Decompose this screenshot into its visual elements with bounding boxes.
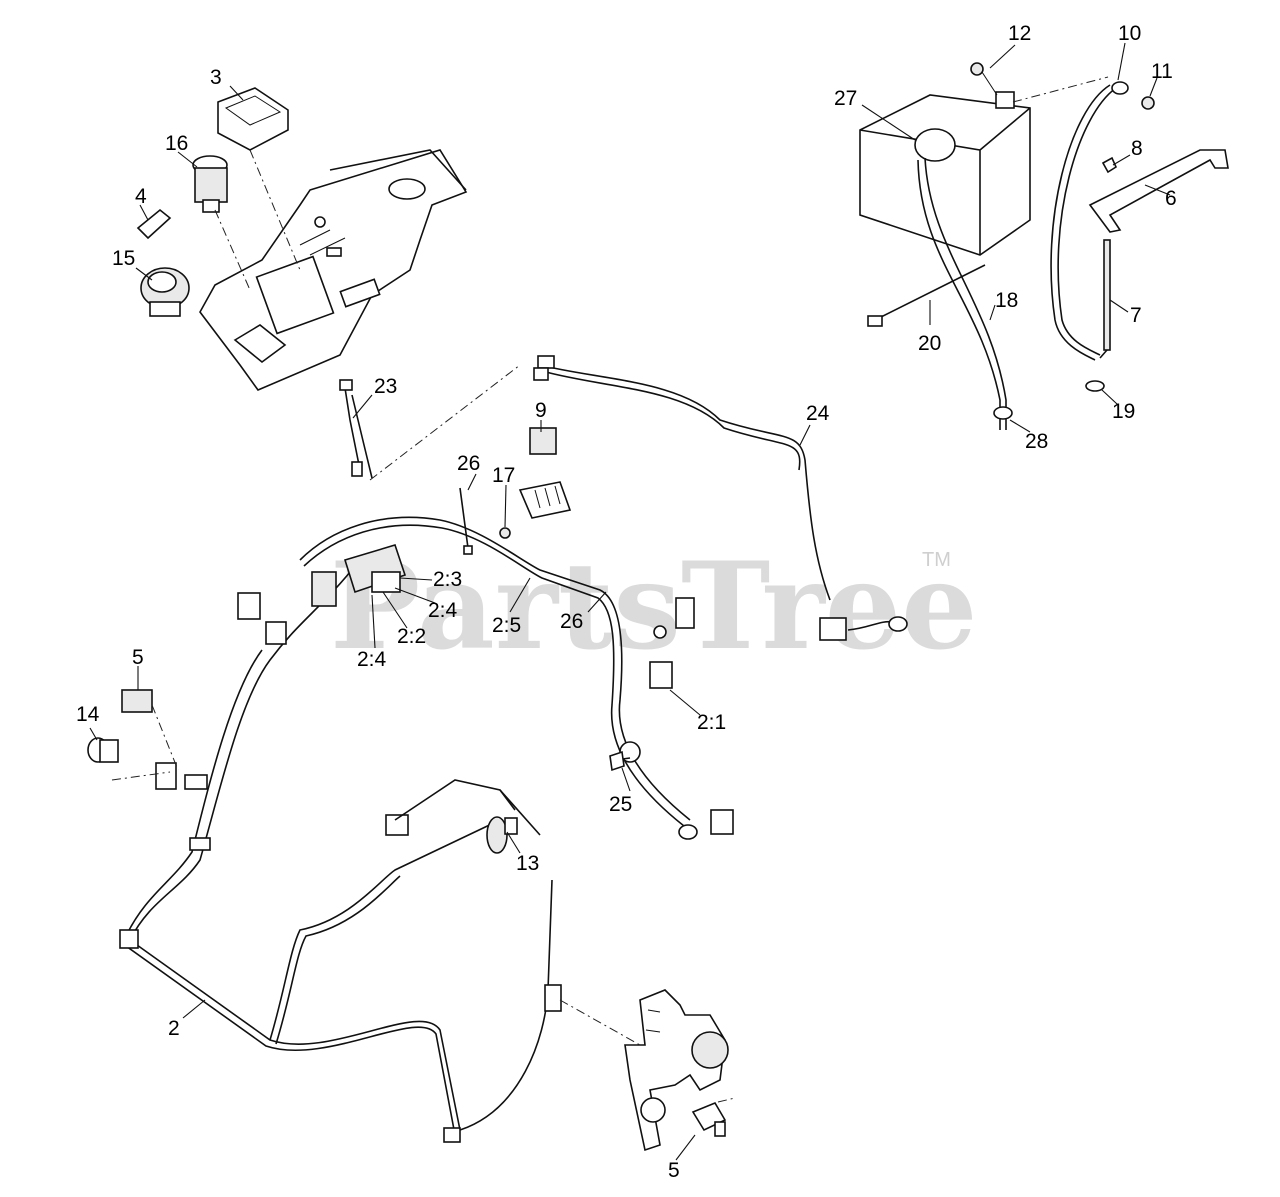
ignition-switch-15 xyxy=(140,267,190,317)
callout-25: 25 xyxy=(609,793,632,816)
callout-5-left: 5 xyxy=(132,646,144,669)
switch-5-left xyxy=(121,689,153,713)
clamp-25 xyxy=(609,750,631,772)
callout-28: 28 xyxy=(1025,430,1048,453)
callout-23: 23 xyxy=(374,375,397,398)
callout-24: 24 xyxy=(806,402,830,425)
callout-9: 9 xyxy=(535,399,547,422)
control-panel xyxy=(199,149,468,391)
rod-7 xyxy=(1099,239,1111,359)
watermark-brand: PartsTree xyxy=(330,536,977,677)
callout-3: 3 xyxy=(210,66,222,89)
callout-14: 14 xyxy=(76,703,100,726)
callout-15: 15 xyxy=(112,247,135,270)
switch-16 xyxy=(192,155,228,213)
key-4 xyxy=(136,208,172,240)
leader-lines xyxy=(89,42,1171,1161)
callout-2-2: 2:2 xyxy=(397,625,426,648)
callout-2: 2 xyxy=(168,1017,180,1040)
callout-26-top: 26 xyxy=(457,452,480,475)
cable-18 xyxy=(917,157,1013,430)
cable-10 xyxy=(1050,81,1129,361)
callout-2-1: 2:1 xyxy=(697,711,726,734)
watermark-tm: TM xyxy=(922,549,951,571)
bolt-11 xyxy=(1141,96,1155,110)
nut-17 xyxy=(499,527,511,539)
callout-19: 19 xyxy=(1112,400,1135,423)
display-module xyxy=(217,87,289,151)
watermark: PartsTree TM xyxy=(330,536,977,677)
bracket-6 xyxy=(1088,149,1229,233)
callout-4: 4 xyxy=(135,185,147,208)
sensor-14 xyxy=(87,737,119,763)
callout-5-bottom: 5 xyxy=(668,1159,680,1182)
brake-bracket xyxy=(624,989,729,1152)
washer-19 xyxy=(1085,380,1105,392)
callout-labels: 3 16 4 15 23 12 10 11 27 8 6 7 19 28 18 … xyxy=(76,22,1177,1182)
callout-7: 7 xyxy=(1130,304,1142,327)
battery-27 xyxy=(859,91,1031,256)
main-harness-2 xyxy=(119,355,908,1143)
harness-13 xyxy=(394,779,541,854)
strap-20 xyxy=(867,264,986,327)
callout-18: 18 xyxy=(995,289,1018,312)
switch-5-bottom xyxy=(691,1101,727,1137)
callout-10: 10 xyxy=(1118,22,1141,45)
callout-11: 11 xyxy=(1151,60,1173,83)
callout-2-3: 2:3 xyxy=(433,568,462,591)
callout-16: 16 xyxy=(165,132,188,155)
callout-17: 17 xyxy=(492,464,515,487)
nut-8 xyxy=(1101,156,1118,174)
callout-2-4-right: 2:4 xyxy=(428,599,458,622)
harness-23 xyxy=(339,379,373,479)
callout-6: 6 xyxy=(1165,187,1177,210)
callout-26-bottom: 26 xyxy=(560,610,583,633)
relay-9 xyxy=(518,427,572,519)
bolt-12 xyxy=(970,62,998,96)
callout-13: 13 xyxy=(516,852,539,875)
callout-20: 20 xyxy=(918,332,941,355)
callout-27: 27 xyxy=(834,87,857,110)
callout-8: 8 xyxy=(1131,137,1143,160)
callout-12: 12 xyxy=(1008,22,1031,45)
callout-2-4-left: 2:4 xyxy=(357,648,387,671)
callout-2-5: 2:5 xyxy=(492,614,521,637)
